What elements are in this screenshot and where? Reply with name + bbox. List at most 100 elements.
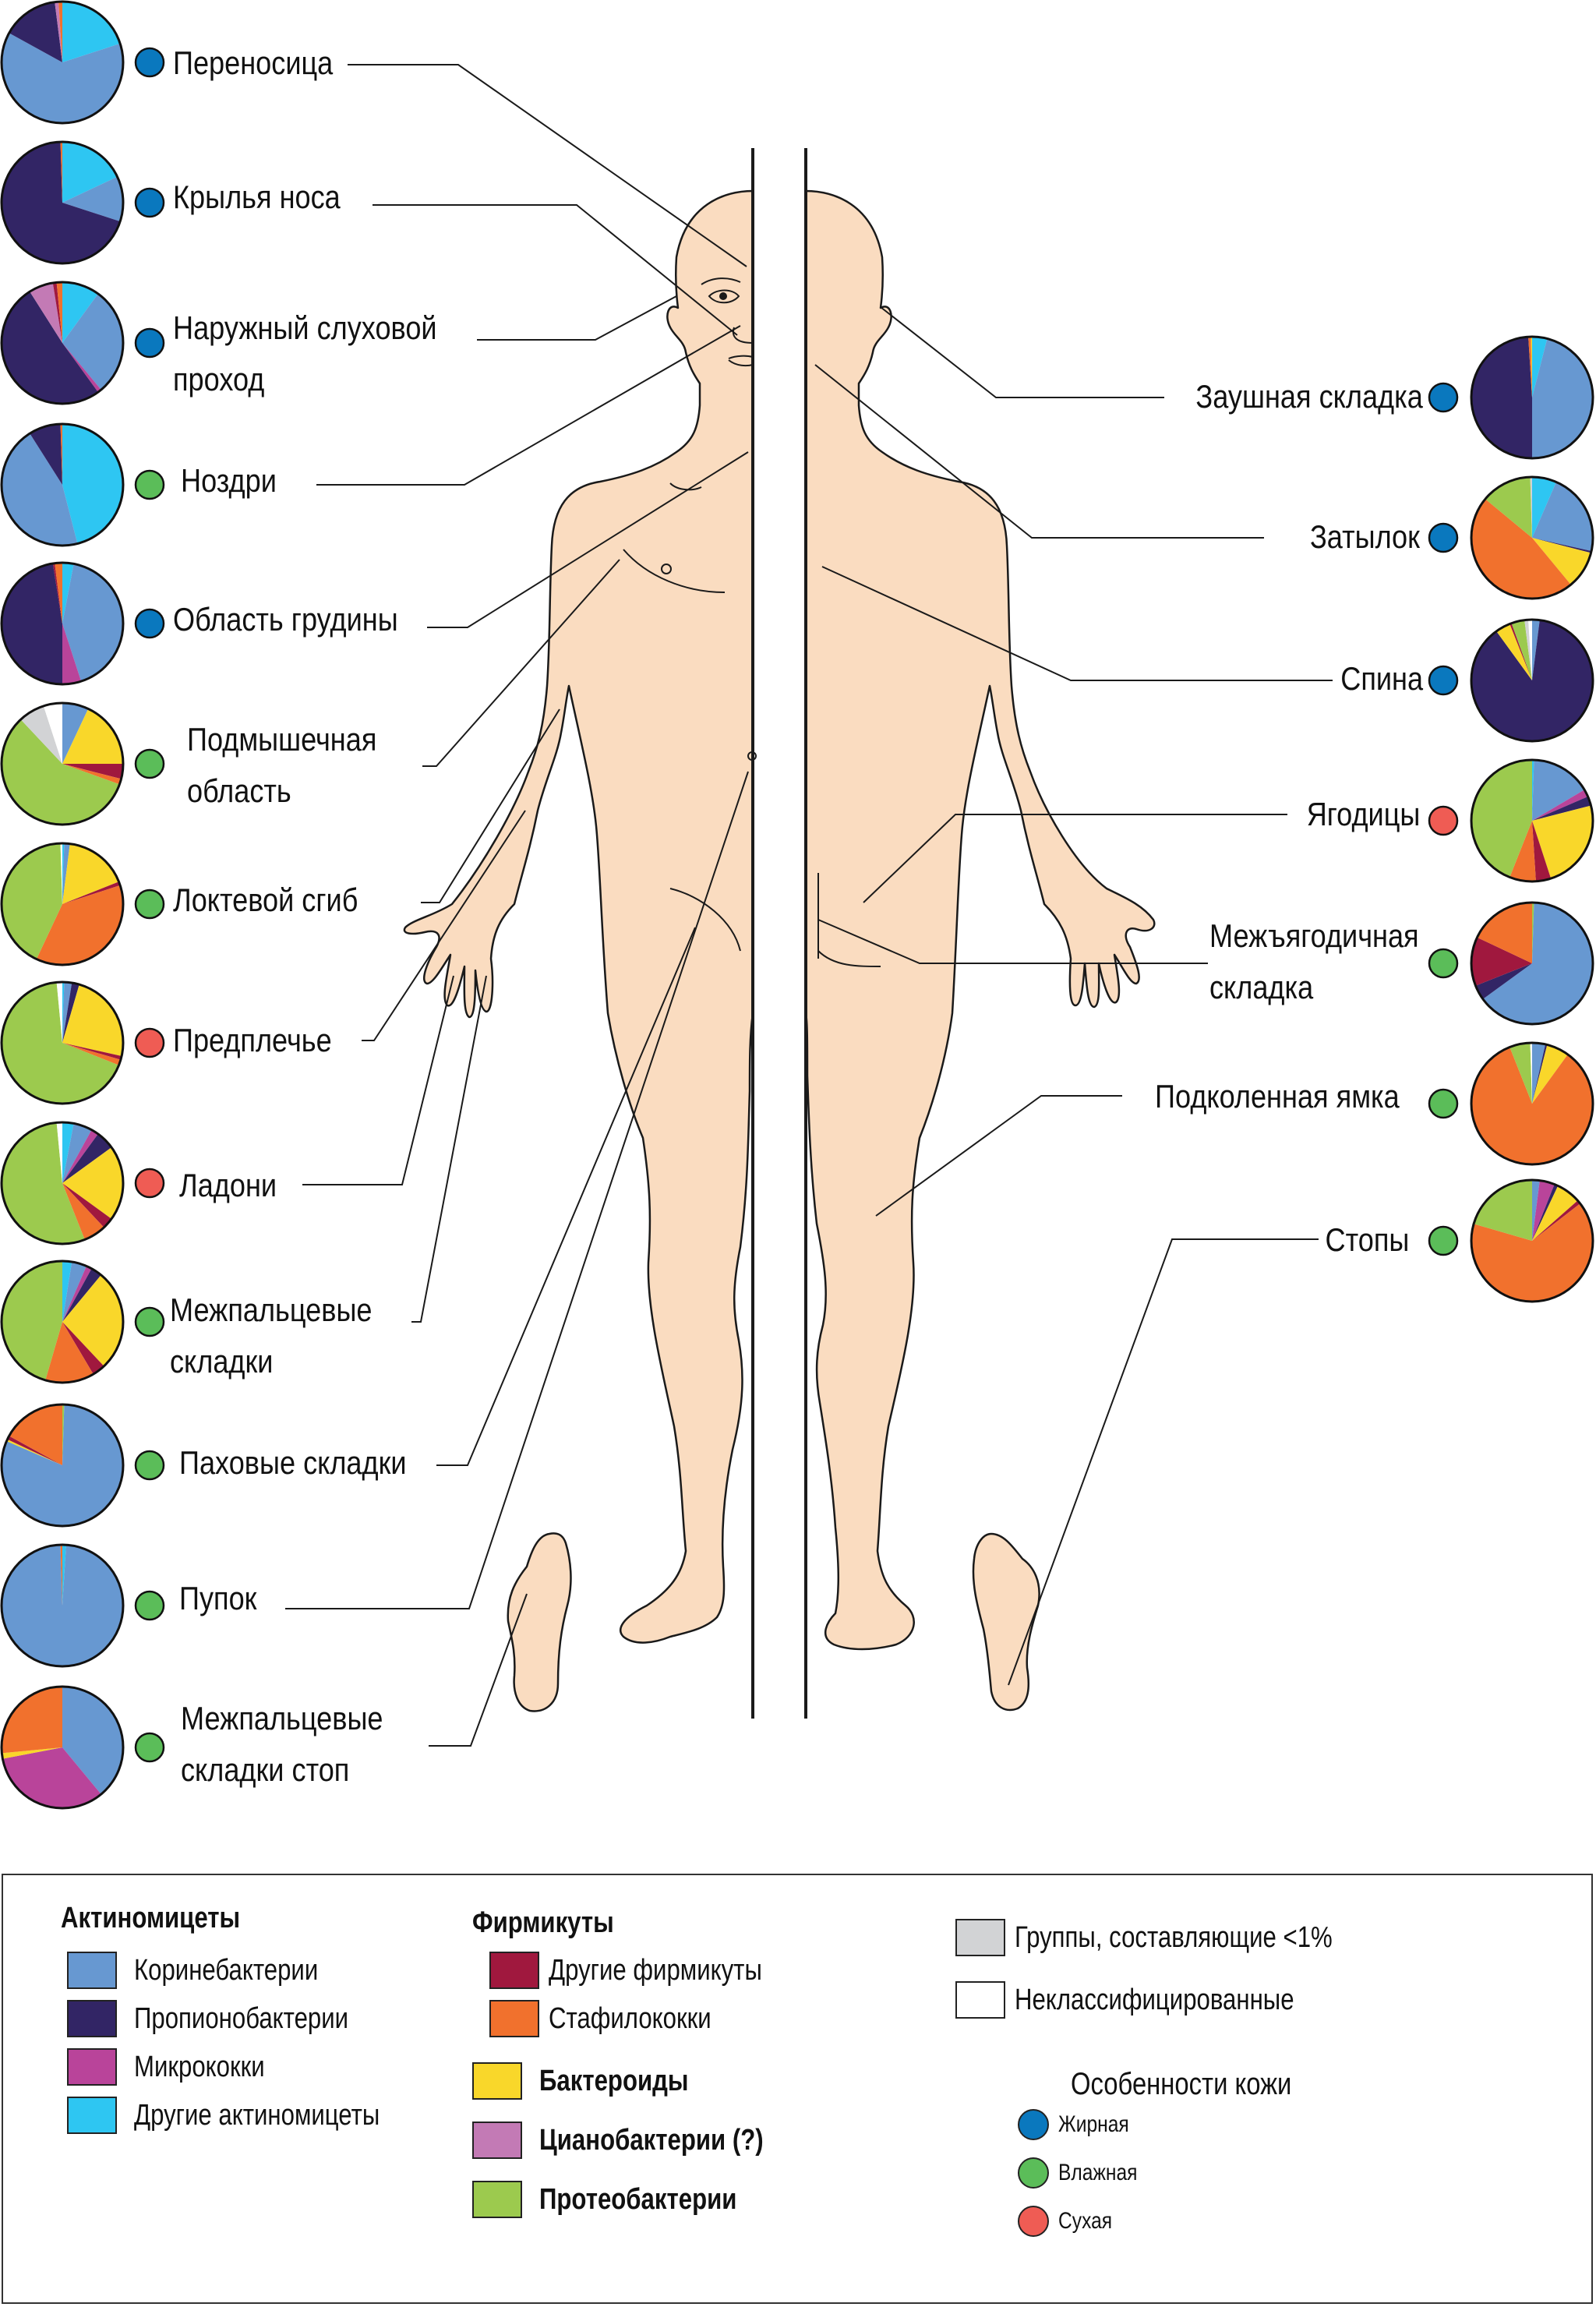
pie-outline — [1470, 335, 1594, 460]
pie-slice-bacteroidetes — [6, 1439, 63, 1465]
skin-dot-moist-icon — [1018, 2157, 1049, 2189]
pie-slice-staphylococci — [60, 424, 62, 485]
pie-2 — [0, 281, 125, 405]
pie-slice-corynebacteria — [62, 293, 124, 390]
pie-slice-other-actinobacteria — [62, 1545, 66, 1606]
pie-slice-minor-groups — [20, 705, 63, 764]
body-illustration — [403, 189, 1156, 1712]
pie-slice-proteobacteria — [1511, 620, 1532, 680]
leader-popliteal — [875, 1095, 1122, 1217]
pie-slice-staphylococci — [1509, 821, 1536, 881]
skin-type-dry-icon — [134, 1168, 165, 1199]
pie-slice-unclassified — [1530, 1043, 1532, 1104]
site-label-toe-web-line1: Межпальцевые — [181, 1700, 383, 1736]
pie-slice-proteobacteria — [1, 843, 63, 959]
pie-slice-corynebacteria — [62, 1687, 124, 1795]
site-label-axilla-line1: Подмышечная — [187, 721, 377, 758]
skin-type-moist-icon — [134, 1306, 165, 1337]
legend-label: Сухая — [1058, 2208, 1113, 2234]
pie-slice-minor-groups — [1530, 477, 1532, 538]
legend-item-micrococci: Микрококки — [67, 2048, 293, 2086]
pie-slice-corynebacteria — [62, 1123, 92, 1183]
front-foot-sole — [507, 1532, 572, 1712]
pie-outline — [0, 842, 125, 966]
leader-toe-web — [429, 1593, 528, 1747]
pie-slice-bacteroidetes — [1496, 624, 1532, 680]
site-label-alar-crease: Крылья носа — [173, 178, 341, 215]
legend-item-other-actinobacteria: Другие актиномицеты — [67, 2097, 433, 2134]
pie-slice-corynebacteria — [1532, 620, 1540, 680]
pie-8 — [0, 1121, 125, 1245]
pie-slice-other-firmicutes — [62, 881, 121, 904]
pie-slice-corynebacteria — [1, 1404, 123, 1526]
legend-panel: Актиномицеты Коринебактерии Пропионобакт… — [2, 1874, 1593, 2304]
pie-slice-propionibacteria — [2, 291, 98, 404]
pie-slice-unclassified — [1528, 620, 1532, 680]
pie-slice-other-actinobacteria — [62, 424, 124, 544]
pie-slice-proteobacteria — [1532, 903, 1534, 963]
pie-outline — [0, 701, 125, 826]
pie-outline — [0, 0, 125, 125]
leader-gluteal-crease — [817, 919, 1208, 964]
skin-type-dry-icon — [134, 1027, 165, 1058]
pie-slice-unclassified — [56, 982, 62, 1043]
site-label-nasion: Переносица — [173, 44, 334, 81]
pie-slice-corynebacteria — [1, 33, 123, 124]
legend-item-other-firmicutes: Другие фирмикуты — [489, 1952, 809, 1989]
legend-label: Неклассифицированные — [1015, 1983, 1294, 2016]
legend-label: Другие актиномицеты — [134, 2098, 380, 2132]
pie-slice-propionibacteria — [1532, 1184, 1559, 1241]
swatch-corynebacteria — [67, 1952, 117, 1989]
pie-slice-corynebacteria — [62, 703, 89, 764]
site-label-ear-canal-line1: Наружный слуховой — [173, 309, 437, 346]
site-label-web-space-line1: Межпальцевые — [170, 1291, 373, 1328]
skin-type-moist-icon — [134, 1732, 165, 1763]
pie-outline — [0, 422, 125, 547]
pie-11 — [0, 1543, 125, 1668]
site-label-axilla-line2: область — [187, 772, 291, 809]
site-label-web-space-line2: складки — [170, 1343, 274, 1380]
site-label-palm: Ладони — [179, 1167, 277, 1203]
pie-slice-corynebacteria — [1532, 1043, 1546, 1104]
pie-slice-propionibacteria — [62, 982, 79, 1043]
pie-slice-bacteroidetes — [62, 1147, 124, 1219]
pie-slice-other-firmicutes — [52, 282, 62, 343]
pie-slice-cyanobacteria — [55, 2, 62, 62]
pie-slice-staphylococci — [36, 885, 123, 966]
swatch-bacteroidetes — [472, 2062, 522, 2100]
skin-type-moist-icon — [134, 1450, 165, 1481]
leader-buttock — [863, 814, 1287, 903]
pie-slice-bacteroidetes — [62, 708, 123, 764]
leader-web-space — [411, 975, 487, 1323]
legend-label: Стафилококки — [549, 2001, 711, 2035]
pie-13 — [1470, 335, 1594, 460]
pie-slice-proteobacteria — [1509, 1043, 1532, 1104]
skin-type-moist-icon — [134, 889, 165, 920]
pie-outline — [1470, 618, 1594, 743]
leader-plantar-heel — [1008, 1238, 1319, 1686]
pie-slice-staphylococci — [60, 1545, 62, 1606]
pie-slice-propionibacteria — [30, 424, 62, 485]
back-body-half — [804, 189, 1156, 1651]
site-label-ear-canal-line2: проход — [173, 361, 265, 397]
pie-slice-staphylococci — [1471, 1047, 1593, 1165]
leader-umbilicus — [285, 771, 749, 1609]
pie-slice-bacteroidetes — [1532, 538, 1591, 585]
leader-nasion — [348, 64, 747, 267]
legend-label: Группы, составляющие <1% — [1015, 1920, 1333, 1954]
legend-item-staphylococci: Стафилококки — [489, 2000, 747, 2037]
leader-inguinal — [436, 927, 696, 1466]
pie-outline — [1470, 758, 1594, 883]
pie-slice-micrococci — [62, 1129, 98, 1183]
pie-18 — [1470, 1041, 1594, 1166]
pie-slice-proteobacteria — [1, 982, 119, 1104]
pie-slice-micrococci — [2, 1747, 101, 1808]
pie-slice-staphylococci — [56, 282, 62, 343]
legend-skin-moist: Влажная — [1018, 2157, 1155, 2189]
pie-slice-unclassified — [60, 843, 62, 904]
pie-outline — [0, 1685, 125, 1810]
pie-slice-micrococci — [62, 1266, 92, 1322]
skin-type-oily-icon — [1428, 522, 1459, 553]
pie-slice-other-firmicutes — [52, 563, 62, 624]
pie-slice-propionibacteria — [2, 142, 121, 264]
